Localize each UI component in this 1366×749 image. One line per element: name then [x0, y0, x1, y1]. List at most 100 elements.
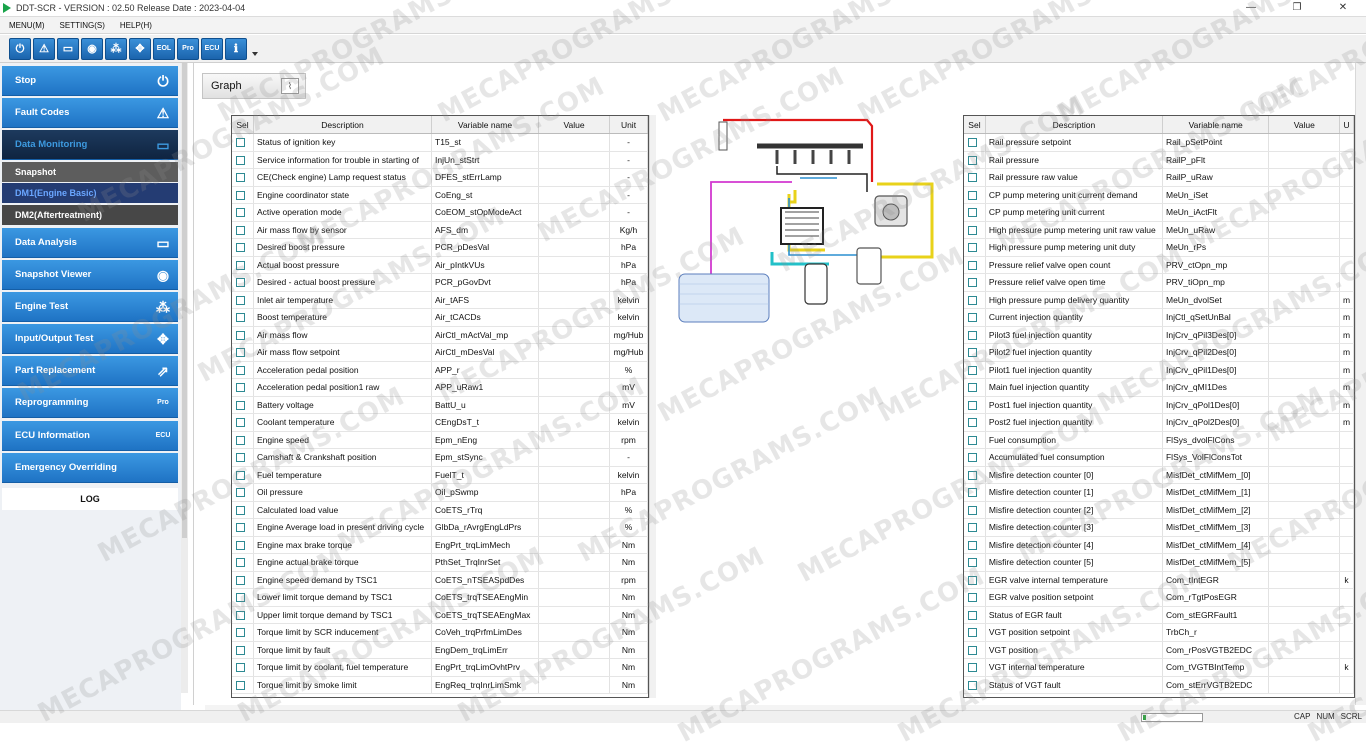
row-checkbox[interactable] [236, 418, 245, 427]
row-checkbox[interactable] [968, 453, 977, 462]
column-header-sel[interactable]: Sel [964, 116, 986, 133]
row-checkbox[interactable] [968, 348, 977, 357]
row-checkbox[interactable] [236, 453, 245, 462]
toolbar-overflow-icon[interactable] [252, 52, 258, 56]
sidebar-item-data-monitoring[interactable]: Data Monitoring ▭ [2, 130, 178, 160]
main-scrollbar[interactable] [1355, 63, 1366, 705]
sidebar-item-snapshot-viewer[interactable]: Snapshot Viewer ◉ [2, 260, 178, 290]
column-header-sel[interactable]: Sel [232, 116, 254, 133]
row-checkbox[interactable] [236, 663, 245, 672]
sidebar-item-data-analysis[interactable]: Data Analysis ▭ [2, 228, 178, 258]
row-checkbox[interactable] [968, 400, 977, 410]
row-checkbox[interactable] [236, 505, 245, 515]
row-checkbox[interactable] [968, 663, 977, 672]
row-checkbox[interactable] [968, 418, 977, 427]
column-header-description[interactable]: Description [986, 116, 1163, 133]
row-checkbox[interactable] [236, 558, 245, 567]
row-checkbox[interactable] [236, 208, 245, 217]
sidebar-sub-snapshot[interactable]: Snapshot [2, 162, 178, 182]
row-checkbox[interactable] [236, 225, 245, 235]
row-checkbox[interactable] [968, 383, 977, 392]
row-checkbox[interactable] [968, 610, 977, 620]
graph-button[interactable]: Graph ⌇ [202, 73, 306, 99]
table-row[interactable]: Misfire detection counter [2]MisfDet_ctM… [964, 501, 1354, 519]
row-checkbox[interactable] [236, 295, 245, 305]
row-checkbox[interactable] [236, 470, 245, 480]
row-checkbox[interactable] [968, 628, 977, 637]
column-header-variable[interactable]: Variable name [432, 116, 539, 133]
table-row[interactable]: Misfire detection counter [3]MisfDet_ctM… [964, 519, 1354, 537]
row-checkbox[interactable] [236, 400, 245, 410]
row-checkbox[interactable] [968, 470, 977, 480]
table-row[interactable]: Misfire detection counter [1]MisfDet_ctM… [964, 484, 1354, 502]
row-checkbox[interactable] [236, 523, 245, 532]
horizontal-scrollbar[interactable] [205, 705, 1355, 710]
eol-icon[interactable]: EOL [153, 38, 175, 60]
sidebar-scrollbar[interactable] [181, 63, 188, 693]
move-icon[interactable]: ✥ [129, 38, 151, 60]
sidebar-scrollbar-thumb[interactable] [182, 63, 187, 538]
column-header-unit[interactable]: U [1340, 116, 1354, 133]
maximize-button[interactable]: ❐ [1292, 2, 1302, 13]
log-label[interactable]: LOG [2, 488, 178, 510]
row-checkbox[interactable] [968, 575, 977, 585]
row-checkbox[interactable] [236, 575, 245, 585]
sidebar-item-part-replacement[interactable]: Part Replacement ⇗ [2, 356, 178, 386]
row-checkbox[interactable] [968, 680, 977, 690]
row-checkbox[interactable] [968, 243, 977, 252]
row-checkbox[interactable] [236, 645, 245, 655]
info-icon[interactable]: ℹ [225, 38, 247, 60]
sidebar-item-input-output-test[interactable]: Input/Output Test ✥ [2, 324, 178, 354]
sidebar-item-ecu-information[interactable]: ECU Information ECU [2, 421, 178, 451]
row-checkbox[interactable] [236, 243, 245, 252]
table-row[interactable]: Misfire detection counter [0]MisfDet_ctM… [964, 466, 1354, 484]
row-checkbox[interactable] [968, 435, 977, 445]
row-checkbox[interactable] [968, 295, 977, 305]
row-checkbox[interactable] [968, 225, 977, 235]
row-checkbox[interactable] [236, 628, 245, 637]
sidebar-item-fault-codes[interactable]: Fault Codes ⚠ [2, 98, 178, 128]
row-checkbox[interactable] [236, 365, 245, 375]
row-checkbox[interactable] [236, 383, 245, 392]
monitor-icon[interactable]: ▭ [57, 38, 79, 60]
pro-icon[interactable]: Pro [177, 38, 199, 60]
row-checkbox[interactable] [968, 313, 977, 322]
row-checkbox[interactable] [236, 488, 245, 497]
row-checkbox[interactable] [968, 540, 977, 550]
molecule-icon[interactable]: ⁂ [105, 38, 127, 60]
